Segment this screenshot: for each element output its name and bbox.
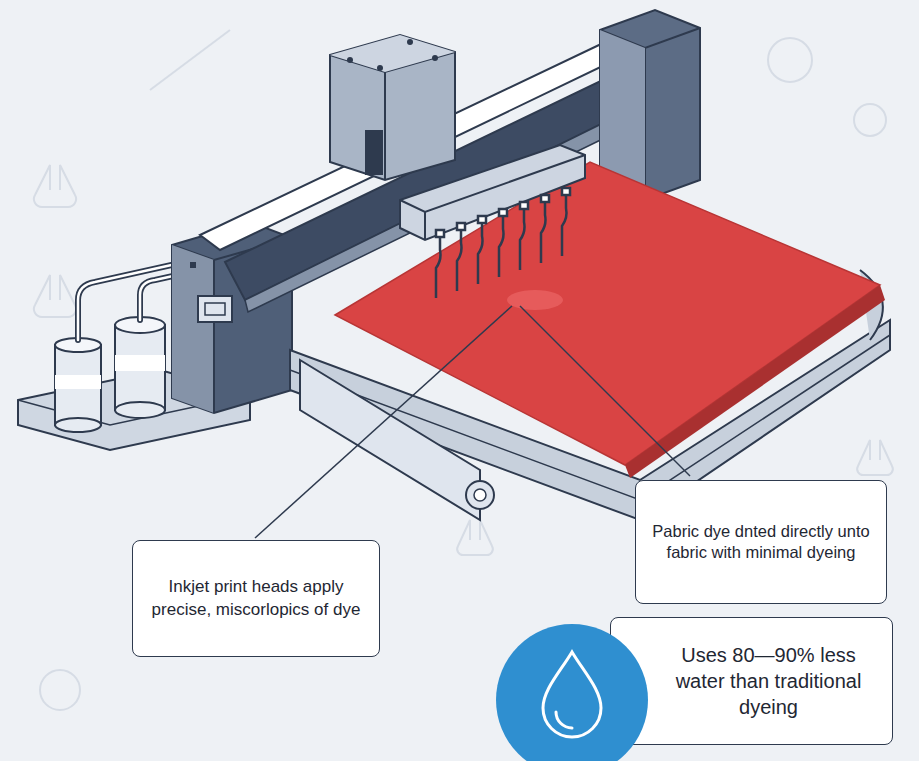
control-display: [198, 296, 232, 322]
nozzle-cap: [541, 195, 549, 202]
callout-text: Pabric dye dnted directly unto fabric wi…: [650, 521, 872, 564]
nozzle: [562, 190, 567, 256]
ink-bottles: [55, 317, 165, 432]
nozzle: [541, 197, 546, 263]
inkjet-nozzles: [436, 188, 570, 298]
nozzle: [457, 225, 462, 291]
nozzle-cap: [562, 188, 570, 195]
callout-box: Inkjet print heads apply precise, miscor…: [132, 540, 380, 657]
leader-line: [520, 306, 690, 476]
callout-text: Inkjet print heads apply precise, miscor…: [147, 576, 365, 620]
nozzle-cap: [499, 209, 507, 216]
right-gantry-block: [600, 10, 700, 200]
background-icons: [34, 30, 893, 710]
belt-roller: [466, 481, 494, 509]
nozzle: [520, 204, 525, 270]
print-carriage: [330, 35, 455, 180]
nozzle: [436, 232, 441, 298]
nozzle: [499, 211, 504, 277]
leader-line: [255, 306, 512, 538]
nozzle-cap: [457, 223, 465, 230]
stat-box: Uses 80—90% less water than traditional …: [610, 617, 893, 745]
callout-text: Uses 80—90% less water than traditional …: [659, 642, 878, 720]
nozzle-cap: [520, 202, 528, 209]
nozzle-cap: [436, 230, 444, 237]
nozzle-cap: [478, 216, 486, 223]
callout-box: Pabric dye dnted directly unto fabric wi…: [635, 480, 887, 604]
print-head-bar: [400, 145, 585, 240]
nozzle: [478, 218, 483, 284]
